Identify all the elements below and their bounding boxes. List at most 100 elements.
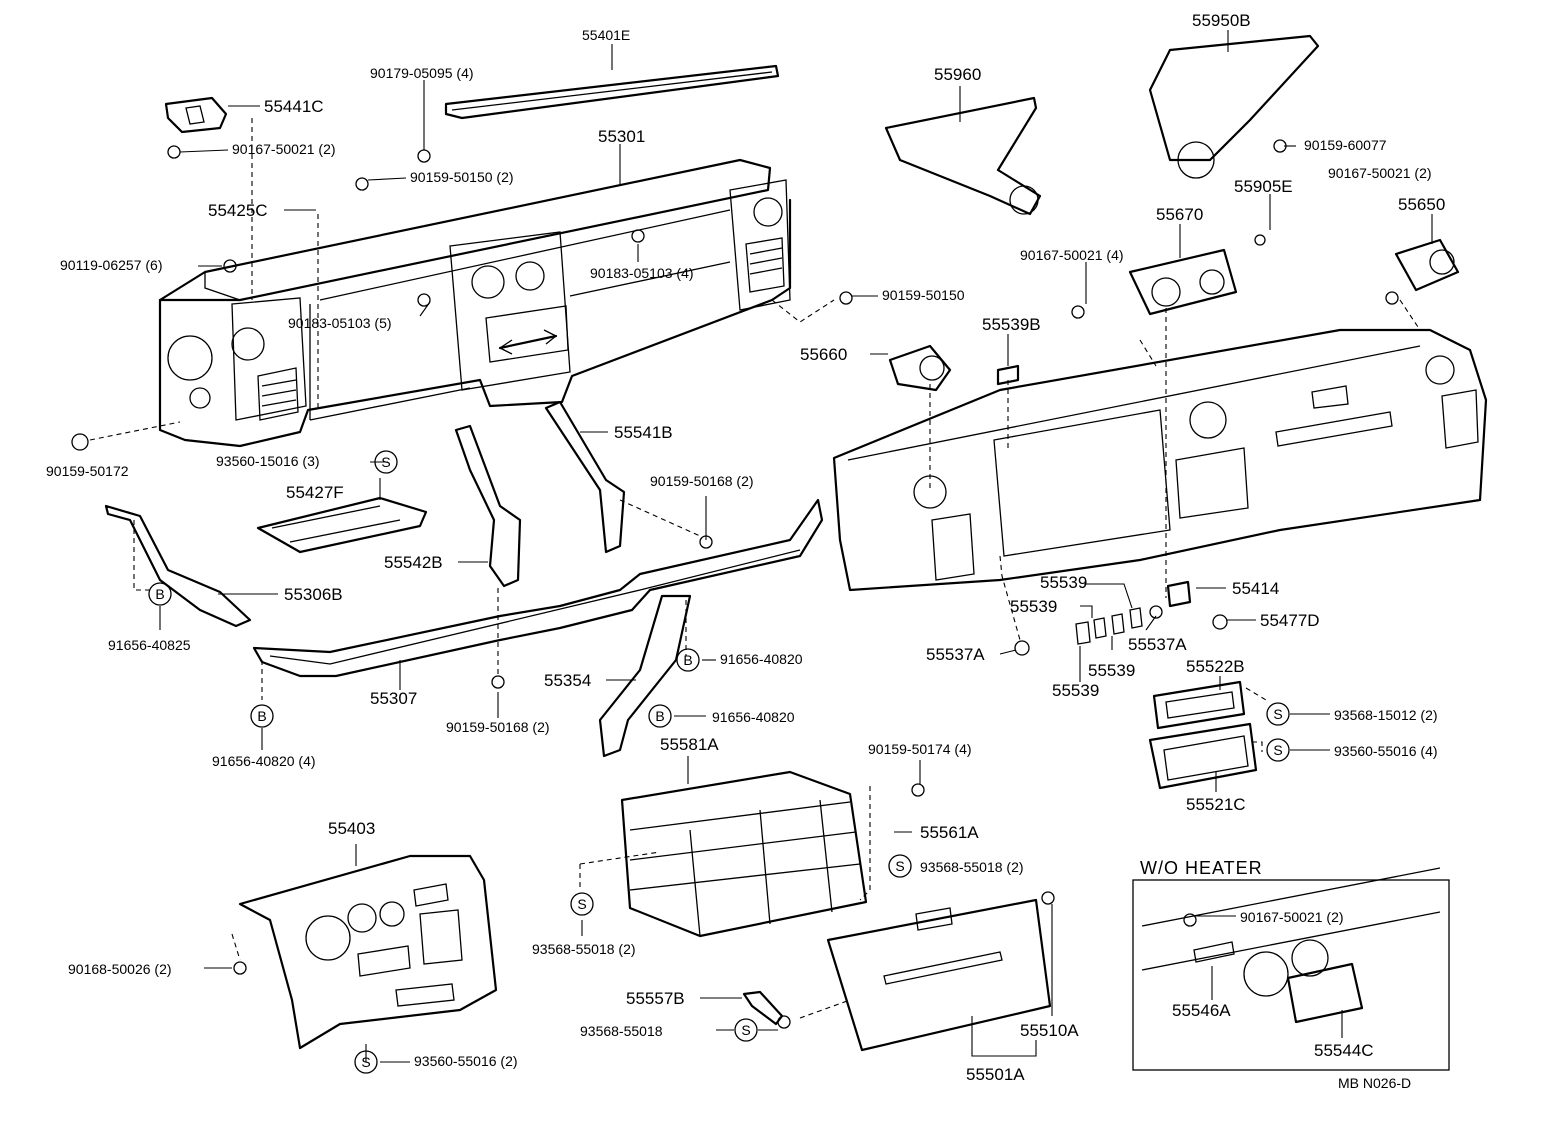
s-marker: S	[888, 854, 912, 878]
box-55521c	[1148, 722, 1258, 790]
clips-55539	[1075, 607, 1143, 645]
cluster-finish-panel	[238, 854, 498, 1050]
inset-title: W/O HEATER	[1140, 858, 1263, 878]
inset-box	[1132, 867, 1450, 1071]
part-label: 55301	[598, 127, 645, 146]
svg-text:B: B	[257, 708, 266, 724]
part-label: 93568-15012 (2)	[1334, 707, 1438, 723]
part-label: 90168-50026 (2)	[68, 961, 172, 977]
part-label: 90167-50021 (2)	[1240, 909, 1344, 925]
part-label: 55670	[1156, 205, 1203, 224]
part-label: 55522B	[1186, 657, 1245, 676]
svg-text:B: B	[655, 708, 664, 724]
duct-55950b	[1148, 34, 1320, 179]
part-label: 55510A	[1020, 1021, 1079, 1040]
heater-control-55670	[1128, 248, 1238, 316]
part-label: 93568-55018	[580, 1023, 663, 1039]
clip-55539b	[996, 364, 1020, 386]
part-label: 93568-55018 (2)	[920, 859, 1024, 875]
part-label: 55650	[1398, 195, 1445, 214]
box-55522b	[1152, 680, 1246, 730]
part-label: 90119-06257 (6)	[60, 257, 162, 273]
part-label: 55477D	[1260, 611, 1320, 630]
part-label: 91656-40820	[712, 709, 795, 725]
part-label: 93560-55016 (2)	[414, 1053, 518, 1069]
part-label: 55414	[1232, 579, 1279, 598]
part-label: 55542B	[384, 553, 443, 572]
brace-55542b	[454, 424, 522, 588]
part-label: 55539	[1010, 597, 1057, 616]
duct-55581a	[620, 770, 868, 938]
part-label: 55441C	[264, 97, 324, 116]
part-label: 55427F	[286, 483, 344, 502]
s-marker: S	[734, 1018, 758, 1042]
brace-55354	[598, 594, 692, 758]
svg-text:S: S	[1273, 706, 1282, 722]
b-marker: B	[648, 704, 672, 728]
svg-text:S: S	[741, 1022, 750, 1038]
part-label: 90167-50021 (4)	[1020, 247, 1124, 263]
svg-text:S: S	[577, 896, 586, 912]
svg-text:S: S	[895, 858, 904, 874]
part-label: 90159-50168 (2)	[650, 473, 754, 489]
part-label: 55950B	[1192, 11, 1251, 30]
part-label: 55539	[1040, 573, 1087, 592]
glove-box-door	[826, 898, 1052, 1052]
svg-text:S: S	[381, 454, 390, 470]
svg-text:S: S	[1273, 742, 1282, 758]
part-label: 90159-60077	[1304, 137, 1387, 153]
part-label: 55425C	[208, 201, 268, 220]
part-label: 55521C	[1186, 795, 1246, 814]
part-label: 55660	[800, 345, 847, 364]
brace-55541b	[544, 400, 626, 554]
part-label: 90183-05103 (5)	[288, 315, 392, 331]
svg-text:B: B	[683, 652, 692, 668]
leader-lines	[159, 30, 1433, 1063]
part-label: 90167-50021 (2)	[232, 141, 336, 157]
b-marker: B	[250, 704, 274, 728]
part-label: 90159-50150 (2)	[410, 169, 514, 185]
part-label: 55905E	[1234, 177, 1293, 196]
knob-assembly-55650	[1394, 238, 1460, 292]
part-label: 55539	[1052, 681, 1099, 700]
brace-55306b	[104, 504, 252, 628]
defroster-nozzle-55960	[884, 96, 1042, 216]
part-label: 55537A	[1128, 635, 1187, 654]
s-marker: S	[1266, 702, 1290, 726]
part-label: 91656-40820	[720, 651, 803, 667]
part-label: 55581A	[660, 735, 719, 754]
part-label: 90179-05095 (4)	[370, 65, 474, 81]
instrument-panel-frame	[158, 158, 792, 448]
part-label: 55541B	[614, 423, 673, 442]
part-label: 55539B	[982, 315, 1041, 334]
part-label: 90159-50172	[46, 463, 129, 479]
part-label: 90183-05103 (4)	[590, 265, 694, 281]
part-label: 55539	[1088, 661, 1135, 680]
part-label: 93560-15016 (3)	[216, 453, 320, 469]
part-label: 90159-50168 (2)	[446, 719, 550, 735]
part-label: 55306B	[284, 585, 343, 604]
bracket-55427f	[256, 496, 428, 554]
part-label: 90159-50174 (4)	[868, 741, 972, 757]
part-label: 55561A	[920, 823, 979, 842]
part-label: 55537A	[926, 645, 985, 664]
b-marker: B	[148, 582, 172, 606]
part-label: 55544C	[1314, 1041, 1374, 1060]
part-label: 55546A	[1172, 1001, 1231, 1020]
part-label: 55401E	[582, 27, 630, 43]
part-label: 55307	[370, 689, 417, 708]
part-label: 90159-50150	[882, 287, 965, 303]
direction-arrow	[498, 329, 558, 355]
part-label: 93560-55016 (4)	[1334, 743, 1438, 759]
svg-text:B: B	[155, 586, 164, 602]
s-marker: S	[1266, 738, 1290, 762]
svg-text:S: S	[361, 1054, 370, 1070]
part-label: 55403	[328, 819, 375, 838]
reinforcement-beam	[252, 498, 824, 678]
part-label: 55354	[544, 671, 591, 690]
switch-55414	[1166, 580, 1192, 608]
part-label: 55501A	[966, 1065, 1025, 1084]
part-label: 55557B	[626, 989, 685, 1008]
bracket-55441c	[164, 96, 228, 134]
